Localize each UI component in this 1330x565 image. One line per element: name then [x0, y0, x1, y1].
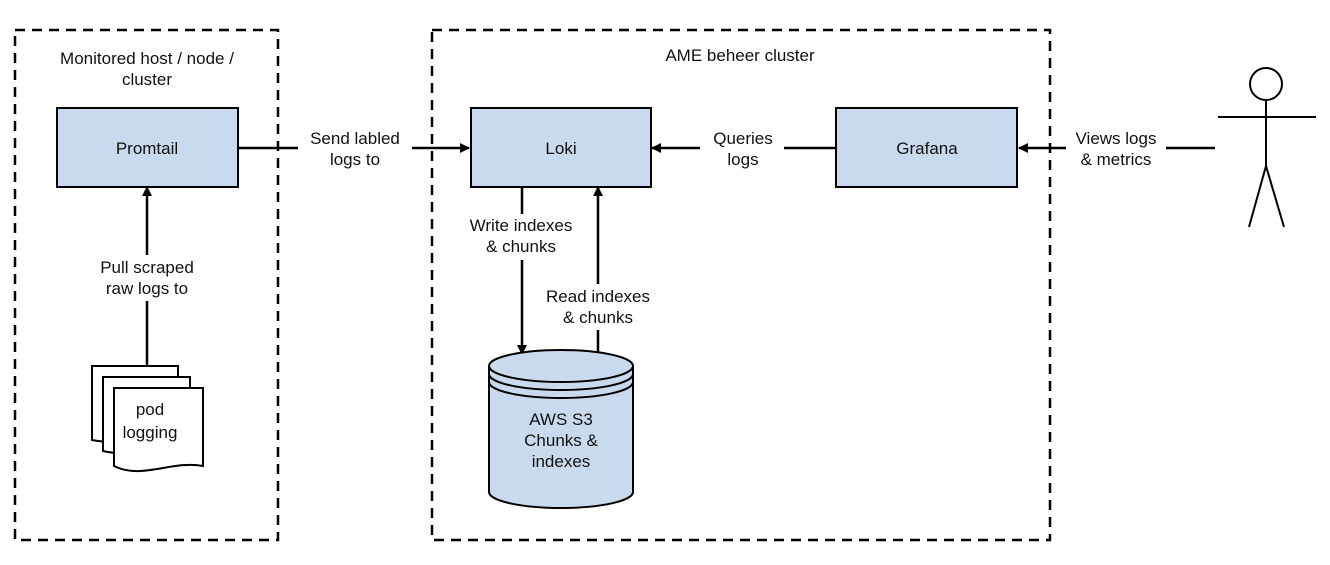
ame-group-title: AME beheer cluster	[665, 46, 815, 65]
pod-logging-documents	[91, 365, 204, 473]
edge-label-read-line2: & chunks	[563, 308, 633, 327]
edge-label-views-line1: Views logs	[1076, 129, 1157, 148]
edge-label-pull-line2: raw logs to	[106, 279, 188, 298]
edge-label-write-line2: & chunks	[486, 237, 556, 256]
aws-s3-database	[488, 349, 634, 509]
loki-label: Loki	[545, 139, 576, 158]
edge-label-send-line2: logs to	[330, 150, 380, 169]
edge-label-write-line1: Write indexes	[470, 216, 573, 235]
promtail-box	[56, 107, 239, 188]
loki-box	[470, 107, 652, 188]
s3-label-line3: indexes	[532, 452, 591, 471]
grafana-label: Grafana	[896, 139, 958, 158]
edge-label-queries-line2: logs	[727, 150, 758, 169]
stick-figure-user-icon	[1218, 67, 1316, 228]
grafana-box	[835, 107, 1018, 188]
edge-label-read-line1: Read indexes	[546, 287, 650, 306]
edge-label-pull-line1: Pull scraped	[100, 258, 194, 277]
s3-label-line2: Chunks &	[524, 431, 598, 450]
monitored-group-title-line2: cluster	[122, 70, 172, 89]
edge-label-send-line1: Send labled	[310, 129, 400, 148]
ame-cluster-group	[430, 28, 1052, 542]
edge-label-queries-line1: Queries	[713, 129, 773, 148]
promtail-label: Promtail	[116, 139, 178, 158]
s3-label-line1: AWS S3	[529, 410, 593, 429]
monitored-host-group	[13, 28, 280, 542]
pod-logging-label-line2: logging	[123, 423, 178, 442]
edge-label-views-line2: & metrics	[1081, 150, 1152, 169]
monitored-group-title-line1: Monitored host / node /	[60, 49, 234, 68]
pod-logging-label-line1: pod	[136, 400, 164, 419]
